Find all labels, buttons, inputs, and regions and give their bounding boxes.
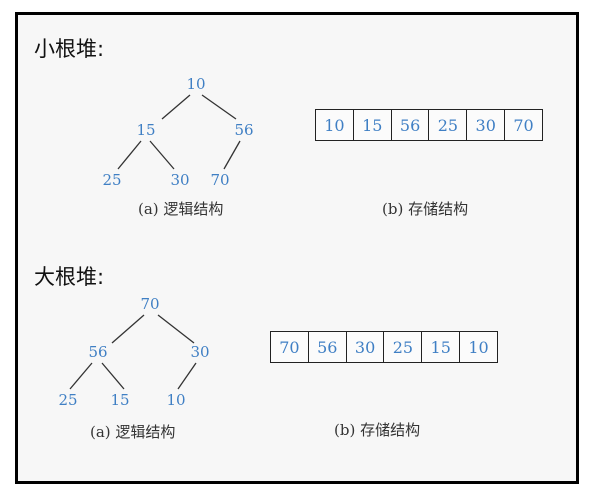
array-cell: 10 xyxy=(316,110,354,140)
tree-node: 25 xyxy=(102,171,121,189)
tree-node: 56 xyxy=(234,121,253,139)
tree-edge xyxy=(161,94,191,120)
max-heap-heading: 大根堆: xyxy=(34,265,105,289)
tree-node: 25 xyxy=(58,391,77,409)
tree-edge xyxy=(223,140,241,170)
array-cell: 25 xyxy=(429,110,468,140)
min-heap-heading: 小根堆: xyxy=(34,37,105,61)
array-cell: 30 xyxy=(467,110,506,140)
array-cell: 15 xyxy=(354,110,392,140)
tree-node: 15 xyxy=(110,391,129,409)
array-cell: 70 xyxy=(513,115,534,135)
min-heap-storage-array: 10 15 56 25 30 70 xyxy=(315,109,543,141)
tree-node: 15 xyxy=(136,121,155,139)
tree-node: 10 xyxy=(186,75,205,93)
min-heap-storage-caption: (b) 存储结构 xyxy=(382,200,469,218)
tree-edge xyxy=(149,140,175,170)
tree-edge xyxy=(117,140,142,170)
array-cell: 56 xyxy=(392,110,430,140)
tree-node: 70 xyxy=(210,171,229,189)
max-heap-tree: 70 56 30 25 15 10 xyxy=(58,295,209,409)
tree-edge xyxy=(177,362,197,390)
tree-edge xyxy=(101,362,125,390)
tree-node: 56 xyxy=(88,343,107,361)
tree-edge xyxy=(201,94,237,120)
min-heap-tree: 10 15 56 25 30 70 xyxy=(102,75,253,189)
array-cell: 25 xyxy=(384,332,423,362)
array-cell: 56 xyxy=(309,332,347,362)
max-heap-logical-caption: (a) 逻辑结构 xyxy=(90,423,176,441)
tree-edge xyxy=(157,314,195,344)
array-cell: 10 xyxy=(468,337,489,357)
tree-node: 30 xyxy=(190,343,209,361)
tree-node: 70 xyxy=(140,295,159,313)
tree-node: 30 xyxy=(170,171,189,189)
tree-edge xyxy=(69,362,93,390)
array-cell: 70 xyxy=(271,332,309,362)
array-cell: 15 xyxy=(422,332,461,362)
min-heap-logical-caption: (a) 逻辑结构 xyxy=(138,200,224,218)
tree-edge xyxy=(111,314,145,344)
max-heap-storage-caption: (b) 存储结构 xyxy=(334,421,421,439)
max-heap-storage-array: 70 56 30 25 15 10 xyxy=(270,331,498,363)
diagram-frame: 小根堆: 10 15 56 25 30 70 (a) 逻辑结构 10 15 56… xyxy=(15,12,579,484)
array-cell: 30 xyxy=(347,332,385,362)
tree-node: 10 xyxy=(166,391,185,409)
